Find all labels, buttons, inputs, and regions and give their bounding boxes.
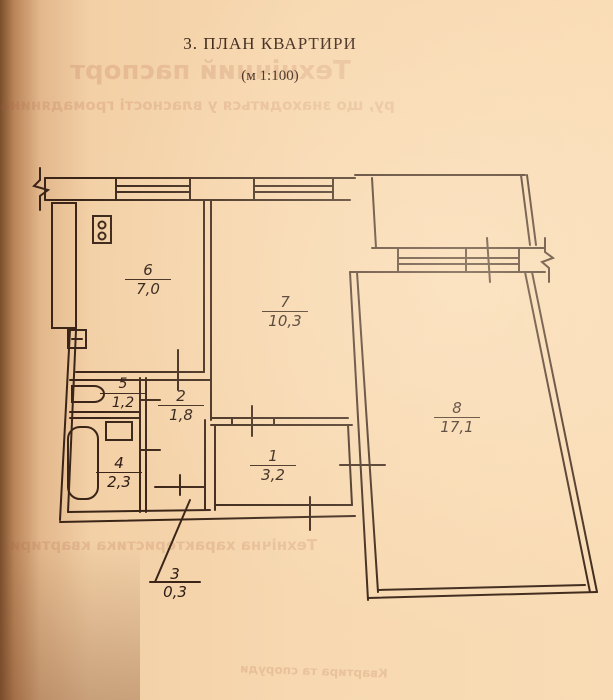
interior-walls: [69, 199, 386, 583]
room-label: 8 17,1: [422, 400, 492, 436]
fixtures: [67, 215, 133, 500]
room-number: 4: [96, 455, 142, 473]
basin-icon: [105, 421, 133, 441]
room-number: 2: [158, 388, 204, 406]
room-label: 4 2,3: [84, 455, 154, 491]
room-number: 6: [125, 262, 171, 280]
room-number: 3: [170, 565, 180, 583]
stove-icon: [92, 215, 112, 244]
room-label: 7 10,3: [250, 294, 320, 330]
room-label: 2 1,8: [146, 388, 216, 424]
room-number: 1: [250, 448, 296, 466]
room-area: 1,8: [169, 406, 193, 424]
room-number: 8: [434, 400, 480, 418]
room-area: 2,3: [107, 473, 131, 491]
room-number: 5: [100, 376, 146, 394]
room-label: 3 0,3: [140, 566, 210, 601]
room-label: 6 7,0: [113, 262, 183, 298]
room-area: 10,3: [268, 312, 302, 330]
room-area: 1,2: [111, 395, 135, 411]
room-area: 7,0: [136, 280, 160, 298]
bathtub-icon: [67, 426, 99, 500]
room-number: 7: [262, 294, 308, 312]
scale-label: (м 1:100): [241, 68, 299, 84]
room-label: 5 1,2: [88, 376, 158, 412]
room-area: 3,2: [261, 466, 285, 484]
toilet-icon: [71, 385, 105, 403]
room-area: 0,3: [163, 583, 187, 601]
room-label: 1 3,2: [238, 448, 308, 484]
sink-icon: [67, 329, 87, 349]
room-area: 17,1: [440, 418, 474, 436]
page-title: 3. ПЛАН КВАРТИРИ: [183, 34, 357, 53]
outer-walls: [32, 167, 598, 601]
